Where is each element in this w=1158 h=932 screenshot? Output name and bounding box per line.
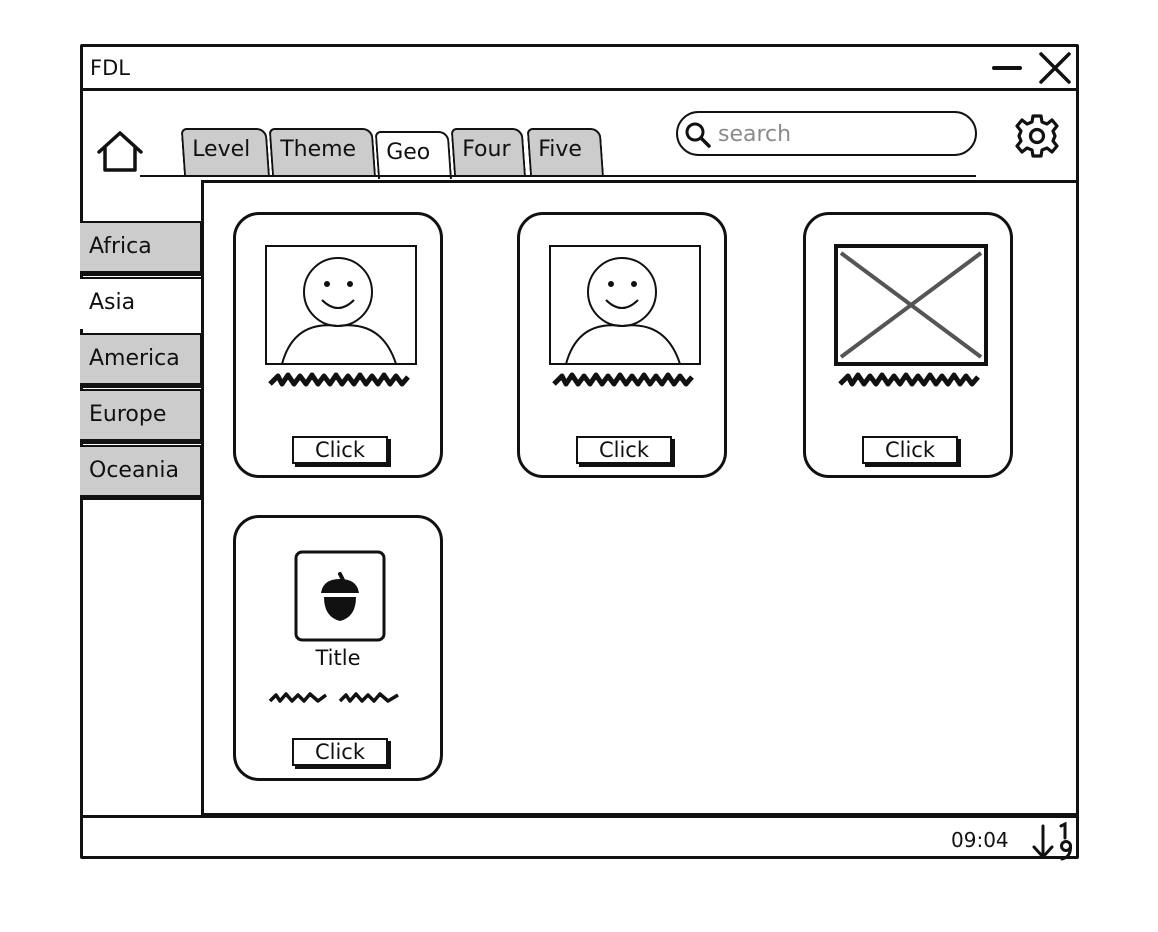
tab-five[interactable]: Five <box>526 128 604 176</box>
tab-four[interactable]: Four <box>450 128 526 176</box>
text-scribble <box>268 372 410 387</box>
search-icon <box>685 122 711 148</box>
minimize-icon[interactable] <box>990 52 1024 82</box>
tab-geo[interactable]: Geo <box>374 131 452 179</box>
card: Click <box>803 212 1013 478</box>
close-icon[interactable] <box>1036 50 1074 86</box>
user-avatar-icon <box>549 245 701 365</box>
sort-numeric-down-icon[interactable] <box>1031 822 1077 862</box>
tab-theme[interactable]: Theme <box>268 128 376 176</box>
sidebar-item-africa[interactable]: Africa <box>80 221 202 273</box>
user-avatar-icon <box>265 245 417 365</box>
tab-level[interactable]: Level <box>180 128 270 176</box>
sidebar-item-america[interactable]: America <box>80 333 202 385</box>
card: Click <box>517 212 727 478</box>
gear-icon[interactable] <box>1012 112 1062 160</box>
tab-bar-underline <box>140 175 976 177</box>
card: Title Click <box>233 515 443 781</box>
card-click-button[interactable]: Click <box>292 738 388 766</box>
card-click-button[interactable]: Click <box>292 436 388 464</box>
image-placeholder-icon <box>834 244 988 366</box>
content-panel <box>201 180 1079 816</box>
title-bar-divider <box>80 88 1079 91</box>
window-title: FDL <box>90 56 130 80</box>
sidebar-item-oceania[interactable]: Oceania <box>80 445 202 497</box>
search-box[interactable] <box>676 111 977 156</box>
card-click-button[interactable]: Click <box>576 436 672 464</box>
clock: 09:04 <box>951 828 1009 852</box>
status-bar-divider <box>80 815 1079 818</box>
card-title: Title <box>315 646 361 670</box>
card: Click <box>233 212 443 478</box>
text-scribble <box>268 692 399 703</box>
sidebar-item-asia[interactable]: Asia <box>80 277 202 329</box>
card-click-button[interactable]: Click <box>862 436 958 464</box>
sidebar-item-europe[interactable]: Europe <box>80 389 202 441</box>
text-scribble <box>552 372 694 387</box>
text-scribble <box>838 372 980 387</box>
home-icon[interactable] <box>95 130 147 176</box>
acorn-icon <box>294 550 386 642</box>
search-input[interactable] <box>716 116 960 152</box>
